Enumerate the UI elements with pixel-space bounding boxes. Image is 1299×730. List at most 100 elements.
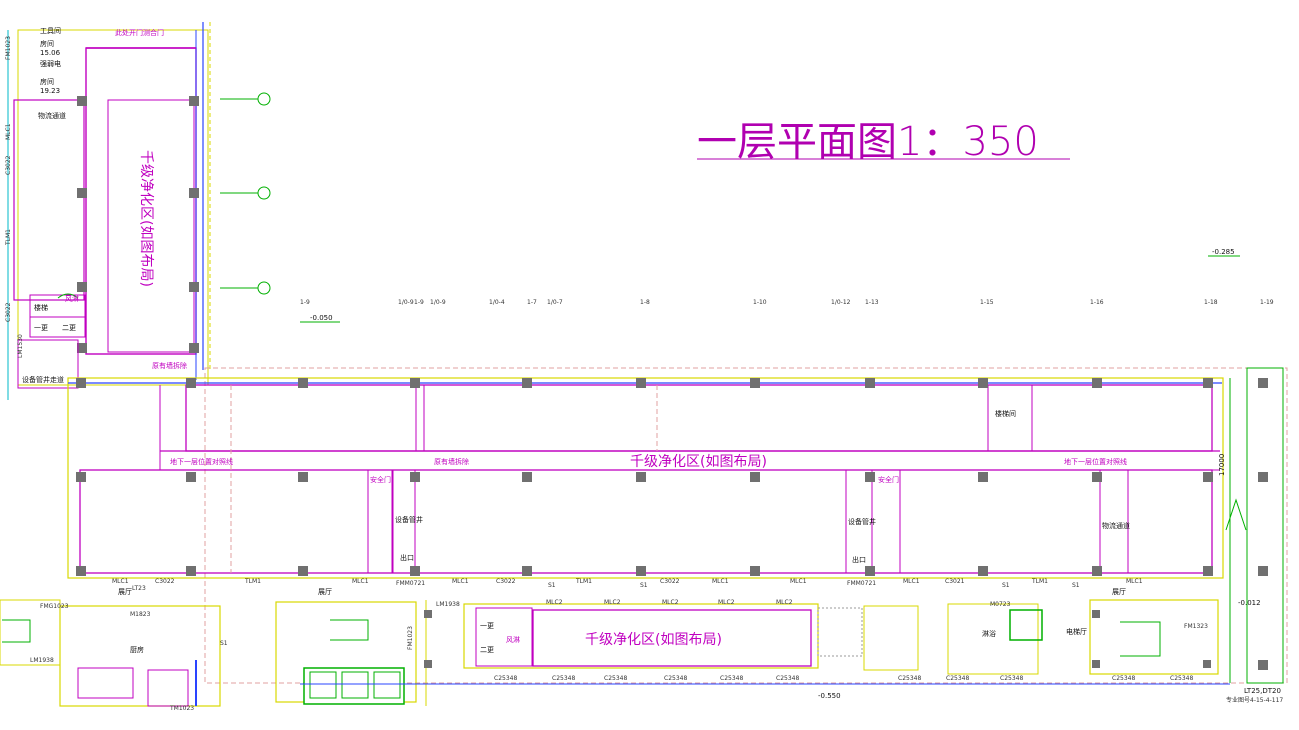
- label-stair-a: 楼梯: [34, 303, 48, 312]
- window-tag: C3022: [5, 302, 12, 322]
- label-wind-shower-b: 风淋: [506, 635, 520, 644]
- window-tag: C25348: [664, 675, 687, 682]
- window-tag: C3022: [660, 578, 680, 585]
- label-hall-right: 展厅: [1112, 588, 1126, 596]
- axis-tag: 1-18: [1204, 299, 1218, 306]
- window-tag: C25348: [604, 675, 627, 682]
- window-tag: MLC2: [546, 599, 563, 606]
- window-tag: LM1530: [17, 334, 24, 358]
- label-wind-shower: 风淋: [65, 294, 79, 303]
- axis-tag: 1-16: [1090, 299, 1104, 306]
- left-vertical-wing: [7, 22, 211, 400]
- window-tag: C25348: [1170, 675, 1193, 682]
- door-tag: LM1938: [436, 601, 460, 608]
- label-hall-mid: 展厅: [318, 588, 332, 596]
- window-tag: MLC1: [1126, 578, 1143, 585]
- window-tag: TLM1: [1031, 578, 1048, 585]
- label-room-b: 房间: [40, 77, 54, 86]
- label-walkway: 走道: [50, 375, 64, 384]
- window-tag: C3022: [496, 578, 516, 585]
- structural-columns: [76, 378, 1268, 670]
- window-tag: MLC1: [452, 578, 469, 585]
- elevation-b: -0.285: [1212, 248, 1235, 256]
- axis-tag: 1-8: [640, 299, 650, 306]
- label-bottom-code: 专业图号4-15-4-117: [1226, 696, 1283, 704]
- window-tag: MLC2: [662, 599, 679, 606]
- label-equip-shaft-a: 设备管井: [395, 515, 423, 524]
- label-stair-room: 楼梯间: [995, 409, 1016, 418]
- window-tag: C25348: [946, 675, 969, 682]
- label-original-wall-mid: 原有墙拆除: [434, 457, 469, 466]
- zone-clean-bottom: 千级净化区(如图布局): [585, 632, 722, 648]
- window-tag: C25348: [552, 675, 575, 682]
- label-area-1923: 19.23: [40, 87, 60, 95]
- axis-tag: 1-10: [753, 299, 767, 306]
- axis-tag: 1/0-7: [547, 299, 563, 306]
- label-fire-door-top: 此处开门测合门: [115, 28, 164, 37]
- window-tag: TLM1: [244, 578, 261, 585]
- left-tags: FM1023 C3022 TLM1 C3022 LM1530 MLC1: [5, 36, 24, 358]
- door-tag: M1823: [130, 611, 151, 618]
- window-tag: MLC1: [112, 578, 129, 585]
- window-tag: FM1023: [5, 36, 12, 60]
- window-tag: MLC2: [776, 599, 793, 606]
- axis-tag-row: 1-9 1/0-9 1-9 1/0-9 1/0-4 1-7 1/0-7 1-8 …: [300, 299, 1274, 306]
- label-tool-room: 工具间: [40, 27, 61, 35]
- label-first-change-b: 一更: [480, 622, 494, 630]
- window-tag: MLC1: [903, 578, 920, 585]
- label-exit-a: 出口: [400, 553, 414, 562]
- label-lower-projection-right: 地下一层位置对照线: [1064, 457, 1127, 466]
- label-room-a: 房间: [40, 39, 54, 48]
- axis-tag: 1/0-9: [398, 299, 414, 306]
- window-tag: MLC2: [718, 599, 735, 606]
- axis-markers: [220, 92, 271, 295]
- window-tag: C25348: [776, 675, 799, 682]
- label-equip-shaft-b: 设备管井: [848, 517, 876, 526]
- window-tag: FMM0721: [847, 580, 876, 587]
- window-tag: C3022: [155, 578, 175, 585]
- label-original-wall: 原有墙拆除: [152, 361, 187, 370]
- label-hall-left: 展厅: [118, 588, 132, 596]
- axis-tag: 1-7: [527, 299, 537, 306]
- window-tag: FMM0721: [396, 580, 425, 587]
- window-tag: S1: [548, 582, 556, 589]
- door-tag: S1: [220, 640, 228, 647]
- window-tag: C25348: [898, 675, 921, 682]
- window-tag: C25348: [1000, 675, 1023, 682]
- axis-tag: 1/0-9: [430, 299, 446, 306]
- window-tag: S1: [1072, 582, 1080, 589]
- window-tag: C3022: [5, 155, 12, 175]
- label-first-change: 一更: [34, 324, 48, 332]
- label-safety-door-b: 安全门: [878, 475, 899, 484]
- zone-clean-main: 千级净化区(如图布局): [630, 454, 767, 470]
- door-tag: LT23: [132, 585, 146, 592]
- label-shower: 淋浴: [982, 629, 996, 638]
- elevation-c: -0.012: [1238, 599, 1261, 607]
- window-tag: C25348: [1112, 675, 1135, 682]
- elevation-a: -0.050: [310, 314, 333, 322]
- label-second-change-b: 二更: [480, 646, 494, 654]
- misc-tags: LM1938 FMG1023 M1823 M0723 FM1023 LT23 S…: [30, 585, 1208, 712]
- label-pipe-shaft: 设备管井: [22, 375, 50, 384]
- label-bottom-note: LT25,DT20: [1244, 687, 1281, 695]
- door-tag: M0723: [990, 601, 1011, 608]
- axis-tag: 1-9: [414, 299, 424, 306]
- label-dim-17000: 17000: [1218, 454, 1226, 476]
- window-tag: C25348: [720, 675, 743, 682]
- elevation-d: -0.550: [818, 692, 841, 700]
- axis-tag: 1-13: [865, 299, 879, 306]
- label-kitchen: 厨房: [130, 645, 144, 654]
- window-tag: MLC1: [352, 578, 369, 585]
- axis-tag: 1/0-12: [831, 299, 851, 306]
- window-tag: MLC1: [5, 123, 12, 140]
- axis-tag: 1-19: [1260, 299, 1274, 306]
- door-tag: TM1023: [169, 705, 194, 712]
- door-tag: FM1323: [1184, 623, 1208, 630]
- window-tag: C3021: [945, 578, 965, 585]
- window-tag: S1: [1002, 582, 1010, 589]
- window-tag: MLC1: [790, 578, 807, 585]
- axis-tag: 1/0-4: [489, 299, 505, 306]
- window-tag: TLM1: [5, 229, 12, 246]
- axis-tag: 1-15: [980, 299, 994, 306]
